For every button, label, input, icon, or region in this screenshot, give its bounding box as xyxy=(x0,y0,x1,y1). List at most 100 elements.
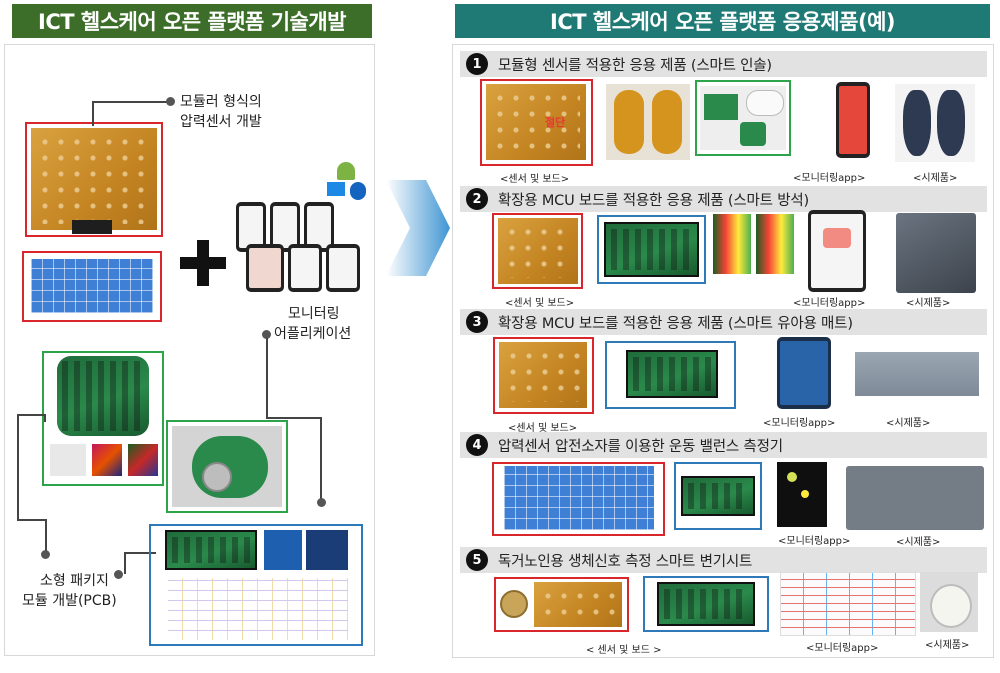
section-1-header: 1 모듈형 센서를 적용한 응용 제품 (스마트 인솔) xyxy=(460,51,987,77)
section-4-app-image xyxy=(777,462,827,527)
pcb-variant-image xyxy=(165,530,257,570)
section-1-caption-app: <모니터링app> xyxy=(793,173,866,184)
section-2-caption-product: <시제품> xyxy=(906,298,951,309)
section-5-caption-product: <시제품> xyxy=(925,640,970,651)
section-1-board-frame xyxy=(695,80,791,156)
section-1-insole-sensor-image xyxy=(606,84,690,160)
section-1-caption-product: <시제품> xyxy=(913,173,958,184)
section-2-sensor-image xyxy=(498,218,578,284)
android-icon xyxy=(337,162,355,180)
callout-line xyxy=(44,414,46,422)
section-2-product-image xyxy=(896,213,976,293)
callout-dot xyxy=(114,570,123,579)
section-2-board-image xyxy=(604,222,699,277)
section-5-sensor-frame xyxy=(494,577,629,632)
section-2-title: 확장용 MCU 보드를 적용한 응용 제품 (스마트 방석) xyxy=(498,192,809,209)
plus-sign xyxy=(180,240,226,286)
chip-layout-image xyxy=(92,444,122,476)
sensor-module-label-line2: 압력센서 개발 xyxy=(180,114,262,130)
section-1-sensor-frame xyxy=(480,79,593,166)
section-1-number: 1 xyxy=(466,53,488,75)
callout-dot xyxy=(317,498,326,507)
schematic-image xyxy=(168,578,348,640)
app-phone-image xyxy=(236,202,266,252)
modular-sensor-frame xyxy=(25,122,163,237)
sensor-strip-image xyxy=(31,259,153,313)
section-4-title: 압력센서 압전소자를 이용한 운동 밸런스 측정기 xyxy=(498,438,783,455)
section-3-number: 3 xyxy=(466,311,488,333)
left-header: ICT 헬스케어 오픈 플랫폼 기술개발 xyxy=(12,4,372,38)
section-3-header: 3 확장용 MCU 보드를 적용한 응용 제품 (스마트 유아용 매트) xyxy=(460,309,987,335)
package-label-line1: 소형 패키지 xyxy=(40,573,109,589)
sensor-ribbon-image xyxy=(72,220,112,234)
section-5-board-frame xyxy=(643,576,769,632)
section-4-product-image xyxy=(846,466,984,530)
section-4-number: 4 xyxy=(466,434,488,456)
section-4-caption-product: <시제품> xyxy=(896,537,941,548)
monitoring-label-line2: 어플리케이션 xyxy=(274,326,352,342)
callout-dot xyxy=(262,330,271,339)
section-5-number: 5 xyxy=(466,549,488,571)
callout-line xyxy=(17,414,19,520)
section-5-piezo-image xyxy=(500,590,528,618)
section-2-board-frame xyxy=(597,215,706,284)
section-4-board-frame xyxy=(674,462,762,530)
monitoring-label-line1: 모니터링 xyxy=(288,306,340,322)
section-3-product-image xyxy=(855,352,979,396)
section-5-board-image xyxy=(657,582,755,626)
section-5-caption-app: <모니터링app> xyxy=(806,643,879,654)
pcb-board-image xyxy=(172,426,282,507)
section-1-product-image xyxy=(895,84,975,162)
section-3-board-frame xyxy=(605,341,736,409)
section-2-sensor-frame xyxy=(492,213,583,289)
section-4-caption-app: <모니터링app> xyxy=(778,536,851,547)
callout-line xyxy=(320,417,322,501)
section-3-sensor-image xyxy=(499,342,587,408)
chip-layout-image xyxy=(50,444,86,476)
section-2-number: 2 xyxy=(466,188,488,210)
section-1-caption-sensor: <센서 및 보드> xyxy=(500,174,570,185)
pcb-module-image xyxy=(57,356,149,436)
section-4-sensor-frame xyxy=(492,462,665,536)
section-2-heatmap-image xyxy=(713,214,751,274)
callout-line xyxy=(124,552,126,574)
windows-icon xyxy=(327,182,345,196)
section-3-caption-sensor: <센서 및 보드> xyxy=(508,423,578,434)
section-3-title: 확장용 MCU 보드를 적용한 응용 제품 (스마트 유아용 매트) xyxy=(498,315,853,332)
sensor-strip-frame xyxy=(22,251,162,322)
section-1-title: 모듈형 센서를 적용한 응용 제품 (스마트 인솔) xyxy=(498,57,772,74)
left-header-title: ICT 헬스케어 오픈 플랫폼 기술개발 xyxy=(38,10,346,34)
section-2-app-image xyxy=(808,210,866,292)
package-label-line2: 모듈 개발(PCB) xyxy=(22,593,117,609)
section-5-sensor-image xyxy=(534,582,622,627)
sensor-module-label-line1: 모듈러 형식의 xyxy=(180,94,262,110)
bluetooth-icon xyxy=(350,182,366,200)
section-2-header: 2 확장용 MCU 보드를 적용한 응용 제품 (스마트 방석) xyxy=(460,186,987,212)
section-1-sensor-image xyxy=(486,84,586,160)
app-phone-image xyxy=(246,244,284,292)
right-arrow-icon xyxy=(386,180,450,276)
section-3-app-image xyxy=(777,337,831,409)
pcb-variant-image xyxy=(306,530,348,570)
section-4-sensor-image xyxy=(504,466,654,530)
callout-line xyxy=(92,101,170,103)
app-phone-image xyxy=(270,202,300,252)
app-phone-image xyxy=(326,244,360,292)
modular-pressure-sensor-image xyxy=(31,128,157,230)
callout-line xyxy=(124,552,156,554)
right-header: ICT 헬스케어 오픈 플랫폼 응용제품(예) xyxy=(455,4,990,38)
section-5-product-image xyxy=(920,572,978,632)
callout-dot xyxy=(41,550,50,559)
callout-line xyxy=(45,519,47,553)
chip-layout-image xyxy=(128,444,158,476)
section-3-caption-app: <모니터링app> xyxy=(763,418,836,429)
callout-line xyxy=(266,338,268,418)
section-5-app-image xyxy=(780,572,916,636)
pcb-variant-image xyxy=(264,530,302,570)
section-5-title: 독거노인용 생체신호 측정 스마트 변기시트 xyxy=(498,553,753,570)
right-header-title: ICT 헬스케어 오픈 플랫폼 응용제품(예) xyxy=(550,10,895,34)
app-phone-image xyxy=(288,244,322,292)
app-phone-image xyxy=(304,202,334,252)
section-1-board-image xyxy=(700,86,786,150)
section-1-cut-label: 절단 xyxy=(545,116,566,129)
